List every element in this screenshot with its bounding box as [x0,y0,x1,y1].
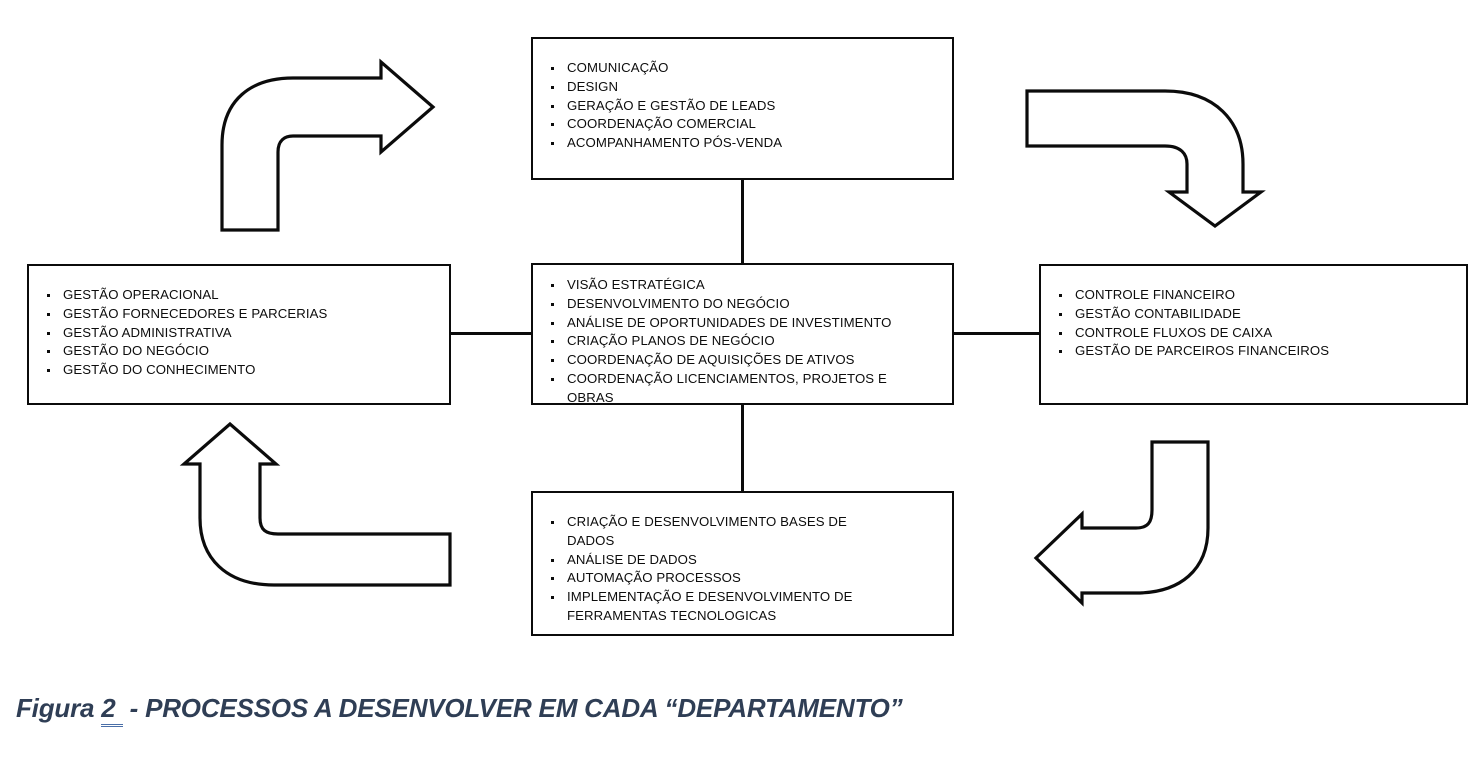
connector-top-to-center [741,178,744,265]
list-item: COORDENAÇÃO DE AQUISIÇÕES DE ATIVOS [541,351,944,370]
list-item: IMPLEMENTAÇÃO E DESENVOLVIMENTO DE FERRA… [541,588,944,626]
list-item: GESTÃO FORNECEDORES E PARCERIAS [37,305,441,324]
connector-center-to-right [952,332,1041,335]
process-list-left: GESTÃO OPERACIONAL GESTÃO FORNECEDORES E… [37,286,441,380]
list-item: GESTÃO DO NEGÓCIO [37,342,441,361]
process-list-top: COMUNICAÇÃO DESIGN GERAÇÃO E GESTÃO DE L… [541,59,944,153]
list-item: COMUNICAÇÃO [541,59,944,78]
caption-text: - PROCESSOS A DESENVOLVER EM CADA “DEPAR… [122,693,903,723]
list-item: GERAÇÃO E GESTÃO DE LEADS [541,97,944,116]
list-item: COORDENAÇÃO COMERCIAL [541,115,944,134]
list-item: ANÁLISE DE DADOS [541,551,944,570]
list-item: AUTOMAÇÃO PROCESSOS [541,569,944,588]
arrow-down-then-left-icon [1033,440,1210,607]
list-item: CRIAÇÃO E DESENVOLVIMENTO BASES DE DADOS [541,513,944,551]
connector-left-to-center [449,332,533,335]
process-box-estrategia-negocio: VISÃO ESTRATÉGICA DESENVOLVIMENTO DO NEG… [531,263,954,405]
list-item: DESIGN [541,78,944,97]
list-item: GESTÃO DE PARCEIROS FINANCEIROS [1049,342,1458,361]
list-item: GESTÃO DO CONHECIMENTO [37,361,441,380]
figure-caption: Figura 2 - PROCESSOS A DESENVOLVER EM CA… [16,692,903,727]
list-item: ANÁLISE DE OPORTUNIDADES DE INVESTIMENTO [541,314,944,333]
caption-prefix: Figura [16,693,102,723]
list-item: DESENVOLVIMENTO DO NEGÓCIO [541,295,944,314]
list-item: ACOMPANHAMENTO PÓS-VENDA [541,134,944,153]
process-list-right: CONTROLE FINANCEIRO GESTÃO CONTABILIDADE… [1049,286,1458,361]
arrow-right-then-down-icon [1025,89,1266,228]
list-item: CONTROLE FINANCEIRO [1049,286,1458,305]
process-list-bottom: CRIAÇÃO E DESENVOLVIMENTO BASES DE DADOS… [541,513,944,626]
list-item: COORDENAÇÃO LICENCIAMENTOS, PROJETOS E O… [541,370,944,408]
list-item: GESTÃO ADMINISTRATIVA [37,324,441,343]
process-box-tecnologia-dados: CRIAÇÃO E DESENVOLVIMENTO BASES DE DADOS… [531,491,954,636]
list-item: GESTÃO CONTABILIDADE [1049,305,1458,324]
arrow-left-then-up-icon [179,421,452,587]
caption-figure-number[interactable]: 2 [101,693,123,727]
list-item: CONTROLE FLUXOS DE CAIXA [1049,324,1458,343]
list-item: VISÃO ESTRATÉGICA [541,276,944,295]
arrow-up-then-right-icon [220,58,436,232]
process-box-financeiro: CONTROLE FINANCEIRO GESTÃO CONTABILIDADE… [1039,264,1468,405]
list-item: GESTÃO OPERACIONAL [37,286,441,305]
connector-center-to-bottom [741,403,744,493]
list-item: CRIAÇÃO PLANOS DE NEGÓCIO [541,332,944,351]
process-box-comercial-marketing: COMUNICAÇÃO DESIGN GERAÇÃO E GESTÃO DE L… [531,37,954,180]
process-box-gestao-operacional: GESTÃO OPERACIONAL GESTÃO FORNECEDORES E… [27,264,451,405]
process-list-center: VISÃO ESTRATÉGICA DESENVOLVIMENTO DO NEG… [541,276,944,408]
